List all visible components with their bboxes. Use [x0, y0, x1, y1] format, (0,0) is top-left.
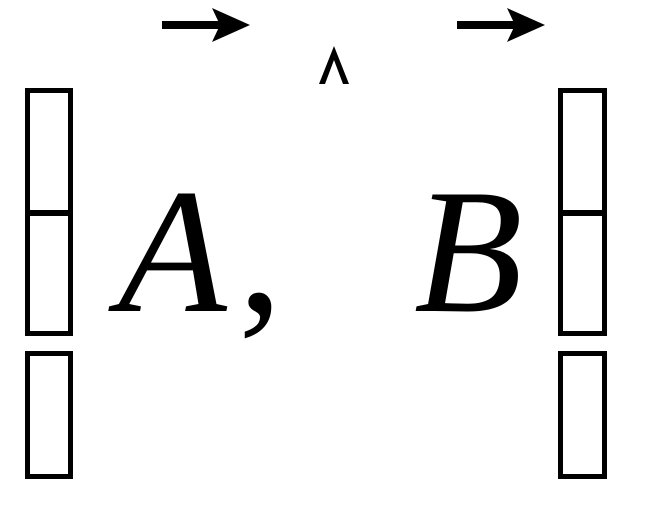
left-box-top	[25, 88, 73, 216]
symbol-b: B	[414, 152, 523, 350]
right-arrow-icon	[457, 8, 545, 42]
symbol-a: A	[118, 152, 227, 350]
right-arrow-icon	[162, 8, 250, 42]
separator-comma: ,	[238, 152, 283, 350]
caret-icon	[319, 46, 349, 84]
right-box-middle	[558, 210, 607, 336]
right-box-top	[558, 88, 607, 216]
left-box-bottom	[25, 351, 73, 479]
left-box-middle	[25, 210, 73, 336]
right-box-bottom	[558, 351, 607, 479]
